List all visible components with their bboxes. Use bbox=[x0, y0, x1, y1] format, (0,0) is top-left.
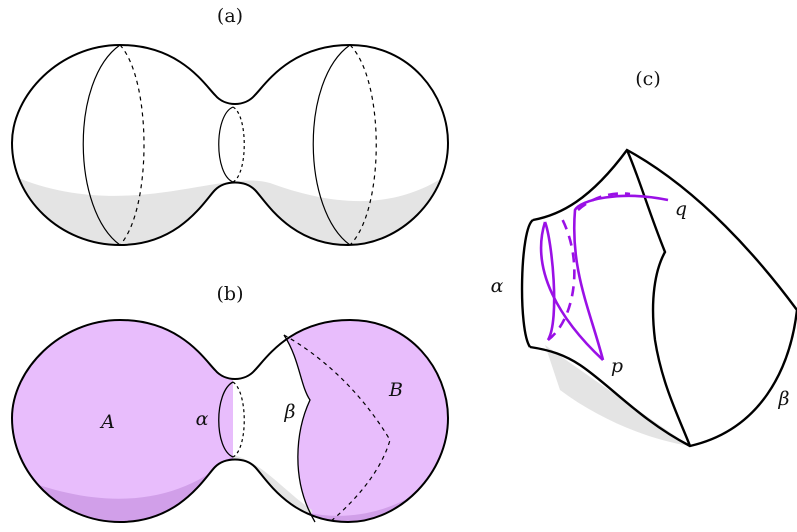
panel-a-bottom-shadow bbox=[12, 165, 448, 245]
beta-label-c: β bbox=[778, 388, 790, 410]
panel-a-right-meridian-back bbox=[349, 44, 377, 246]
alpha-label-b: α bbox=[196, 408, 209, 430]
panel-b-fills bbox=[12, 320, 448, 522]
panel-a-label: (a) bbox=[217, 5, 243, 27]
panel-b: (b) A B α β bbox=[10, 283, 450, 524]
purple-path-back bbox=[547, 214, 576, 342]
alpha-curve-c bbox=[520, 218, 534, 348]
panel-a-left-meridian-front bbox=[82, 44, 121, 246]
panel-c-shadow bbox=[545, 345, 690, 446]
point-p-label: p bbox=[611, 355, 623, 377]
panel-c-outline bbox=[529, 148, 797, 448]
panel-c-label: (c) bbox=[635, 68, 660, 90]
panel-b-outline bbox=[10, 318, 450, 524]
purple-path-front-3 bbox=[572, 194, 669, 361]
panel-b-label: (b) bbox=[217, 283, 244, 305]
purple-path-front-2 bbox=[539, 221, 604, 361]
panel-a-neck-ring-front bbox=[218, 106, 234, 183]
panel-c: (c) α β p q bbox=[491, 68, 797, 448]
beta-curve-front bbox=[283, 334, 316, 523]
purple-path-front-1 bbox=[543, 221, 556, 341]
panel-a-left-meridian-back bbox=[119, 44, 145, 246]
point-q-label: q bbox=[675, 198, 687, 220]
panel-a-neck-ring-back bbox=[232, 106, 245, 183]
region-b-fill bbox=[284, 320, 448, 522]
purple-path-back-top bbox=[577, 192, 631, 211]
panel-a-right-meridian-front bbox=[312, 44, 351, 246]
region-b-label: B bbox=[388, 379, 403, 401]
beta-curve-c bbox=[625, 149, 692, 447]
panel-a: (a) bbox=[10, 5, 450, 247]
alpha-curve-front bbox=[218, 381, 234, 458]
panel-a-outline bbox=[10, 43, 450, 247]
alpha-label-c: α bbox=[491, 275, 504, 297]
alpha-curve-back bbox=[232, 381, 245, 458]
panel-a-shading bbox=[12, 165, 448, 245]
beta-label-b: β bbox=[284, 401, 296, 423]
region-a-label: A bbox=[99, 411, 115, 433]
